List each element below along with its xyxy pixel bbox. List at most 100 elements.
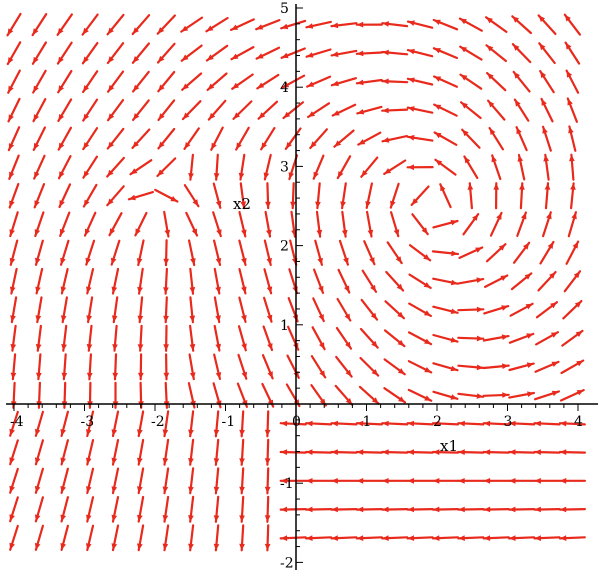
direction-arrow <box>86 324 93 352</box>
direction-arrow <box>462 213 480 236</box>
direction-arrow <box>305 506 333 513</box>
direction-arrow <box>461 128 481 149</box>
direction-arrow <box>131 42 150 64</box>
direction-arrow <box>156 42 176 64</box>
direction-arrow <box>255 46 281 60</box>
direction-arrow <box>386 241 403 265</box>
direction-arrow <box>431 250 459 257</box>
direction-arrow <box>384 300 405 320</box>
direction-arrow <box>180 16 204 33</box>
direction-arrow <box>59 211 71 237</box>
direction-arrow <box>132 70 150 93</box>
direction-arrow <box>263 268 273 295</box>
direction-arrow <box>239 438 245 466</box>
direction-arrow <box>540 97 554 123</box>
direction-arrow <box>381 135 408 143</box>
x-tick-label: 1 <box>363 414 372 430</box>
direction-arrow <box>60 296 69 324</box>
direction-arrow <box>307 102 331 119</box>
direction-arrow <box>463 155 479 179</box>
direction-arrow <box>315 182 321 210</box>
direction-arrow <box>110 239 121 266</box>
direction-arrow <box>515 126 528 152</box>
direction-arrow <box>263 239 272 266</box>
direction-arrow <box>106 98 125 122</box>
direction-arrow <box>330 535 358 541</box>
direction-arrow <box>263 153 272 181</box>
direction-arrow <box>163 267 169 295</box>
direction-arrow <box>510 272 533 291</box>
direction-arrow <box>213 467 220 495</box>
direction-arrow <box>360 156 379 178</box>
direction-arrow <box>407 388 433 402</box>
direction-arrow <box>563 270 582 293</box>
direction-arrow <box>163 239 169 267</box>
direction-arrow <box>305 48 332 58</box>
direction-arrow <box>279 420 307 427</box>
direction-arrow <box>336 155 352 180</box>
direction-arrow <box>9 410 19 437</box>
direction-arrow <box>432 277 459 286</box>
direction-arrow <box>336 297 352 322</box>
direction-arrow <box>188 239 196 267</box>
direction-arrow <box>213 153 220 181</box>
direction-arrow <box>533 420 561 427</box>
direction-arrow <box>189 267 196 295</box>
direction-arrow <box>255 19 281 31</box>
direction-arrow <box>483 305 510 315</box>
direction-arrow <box>111 410 120 438</box>
direction-arrow <box>487 99 506 121</box>
direction-arrow <box>305 449 333 455</box>
direction-arrow <box>81 70 99 94</box>
y-tick-label: -1 <box>280 476 294 492</box>
direction-arrow <box>188 410 195 438</box>
direction-arrow <box>482 334 510 342</box>
direction-arrow <box>410 185 430 206</box>
direction-arrow <box>433 75 458 88</box>
direction-arrow <box>262 325 274 352</box>
direction-arrow <box>230 18 255 31</box>
direction-arrow <box>232 100 253 121</box>
direction-arrow <box>406 106 434 114</box>
direction-arrow <box>313 268 325 294</box>
direction-arrow <box>205 44 229 62</box>
direction-arrow <box>188 353 196 381</box>
direction-arrow <box>314 239 323 266</box>
direction-arrow <box>213 438 220 466</box>
direction-arrow <box>205 16 229 33</box>
direction-arrow <box>284 127 302 150</box>
direction-arrow <box>564 41 581 65</box>
direction-arrow <box>33 154 46 180</box>
direction-arrow <box>330 478 358 484</box>
direction-arrow <box>312 154 325 180</box>
direction-arrow <box>312 297 325 323</box>
direction-arrow <box>459 45 483 61</box>
direction-arrow <box>355 478 383 484</box>
direction-arrow <box>111 467 120 495</box>
direction-arrow <box>183 127 200 150</box>
direction-arrow <box>340 182 347 210</box>
direction-arrow <box>356 105 383 115</box>
direction-arrow <box>163 210 171 238</box>
direction-arrow <box>7 69 21 94</box>
direction-arrow <box>519 182 525 210</box>
direction-arrow <box>82 98 99 122</box>
direction-arrow <box>112 353 119 381</box>
direction-arrow <box>432 362 459 372</box>
direction-arrow <box>9 524 19 551</box>
direction-arrow <box>6 41 22 66</box>
direction-arrow <box>406 20 434 29</box>
direction-arrow <box>188 524 195 552</box>
direction-arrow <box>541 211 552 238</box>
direction-arrow <box>359 356 380 377</box>
direction-arrow <box>60 268 69 295</box>
direction-arrow <box>181 100 202 121</box>
direction-arrow <box>56 41 73 65</box>
direction-arrow <box>59 239 70 266</box>
direction-arrow <box>310 355 327 379</box>
axes <box>6 4 598 570</box>
direction-arrow <box>355 449 383 455</box>
direction-arrow <box>213 324 221 352</box>
direction-arrow <box>156 157 177 178</box>
